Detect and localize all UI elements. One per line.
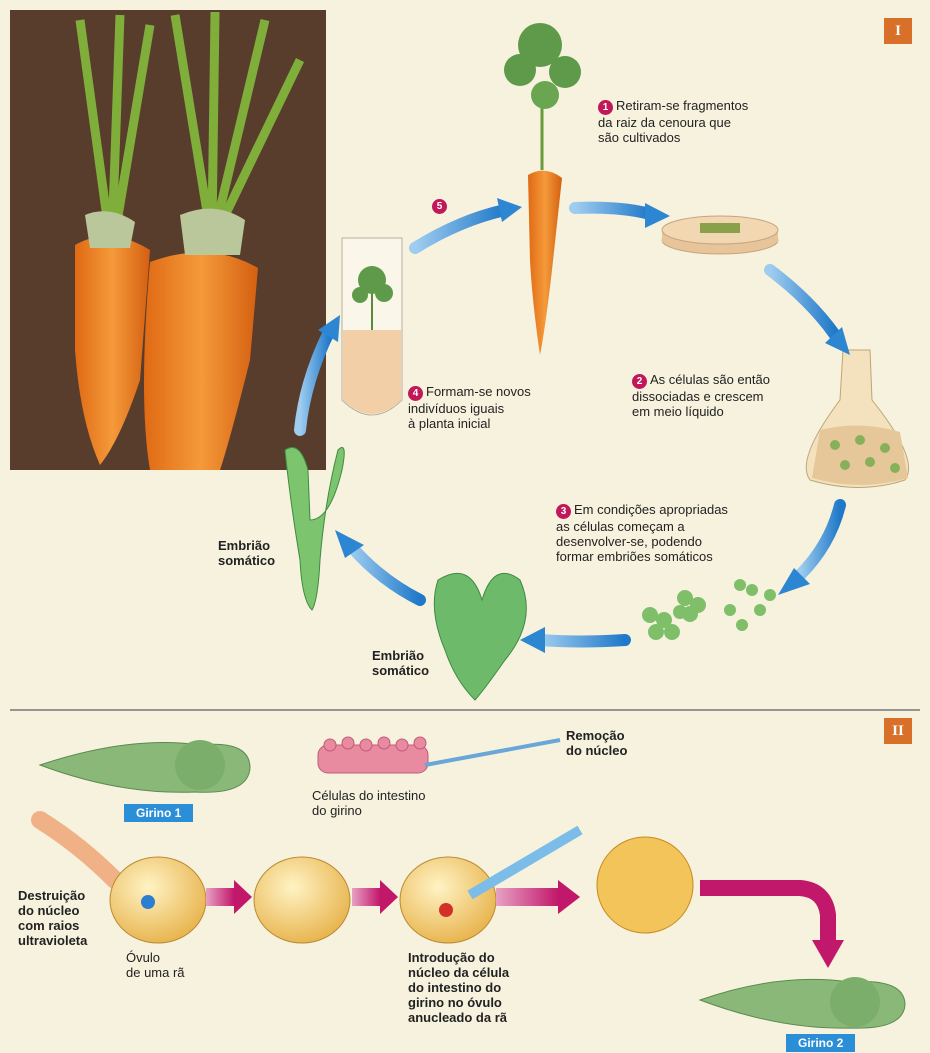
uv-ray <box>40 820 115 880</box>
remocao-label: Remoção do núcleo <box>566 728 627 758</box>
step-3-badge: 3 <box>556 504 571 519</box>
egg-1 <box>110 857 206 943</box>
celulas-label: Células do intestino do girino <box>312 788 425 818</box>
step-4-badge: 4 <box>408 386 423 401</box>
blastula <box>597 837 693 933</box>
test-tube <box>342 238 402 415</box>
panel-1-tag: I <box>884 18 912 44</box>
ovulo-label: Óvulo de uma rã <box>126 950 185 980</box>
intestine-cells <box>318 737 428 773</box>
step-3-text: Em condições apropriadas as células come… <box>556 502 728 564</box>
introducao-label: Introdução do núcleo da célula do intest… <box>408 950 509 1025</box>
egg-2 <box>254 857 350 943</box>
step-1-badge: 1 <box>598 100 613 115</box>
petri-dish <box>662 216 778 254</box>
step-2-text: As células são então dissociadas e cresc… <box>632 372 770 419</box>
tadpole-2 <box>700 977 905 1028</box>
egg-1-nucleus <box>141 895 155 909</box>
step-2-badge: 2 <box>632 374 647 389</box>
step-4-text: Formam-se novos indivíduos iguais à plan… <box>408 384 531 431</box>
torpedo-embryo <box>285 448 344 611</box>
destruicao-label: Destruição do núcleo com raios ultraviol… <box>18 888 87 948</box>
heart-embryo <box>434 573 526 700</box>
girino-2-tag: Girino 2 <box>786 1034 855 1052</box>
carrot-photo <box>10 10 326 470</box>
embryo-label-bottom: Embrião somático <box>372 648 429 678</box>
cell-clusters <box>642 579 776 640</box>
step-4-label: 4Formam-se novos indivíduos iguais à pla… <box>408 384 531 431</box>
egg-3-nucleus <box>439 903 453 917</box>
erlenmeyer-flask <box>806 350 908 488</box>
step-5-badge: 5 <box>432 199 447 214</box>
egg-3 <box>400 857 496 943</box>
step-5-label: 5 <box>432 197 450 214</box>
step-1-label: 1Retiram-se fragmentos da raiz da cenour… <box>598 98 748 145</box>
step-1-text: Retiram-se fragmentos da raiz da cenoura… <box>598 98 748 145</box>
girino-1-tag: Girino 1 <box>124 804 193 822</box>
embryo-label-left: Embrião somático <box>218 538 275 568</box>
tadpole-1 <box>40 740 250 792</box>
micropipette-1 <box>425 740 560 765</box>
carrot-plant <box>504 23 581 355</box>
panel-2-tag: II <box>884 718 912 744</box>
step-3-label: 3Em condições apropriadas as células com… <box>556 502 728 564</box>
step-2-label: 2As células são então dissociadas e cres… <box>632 372 770 419</box>
